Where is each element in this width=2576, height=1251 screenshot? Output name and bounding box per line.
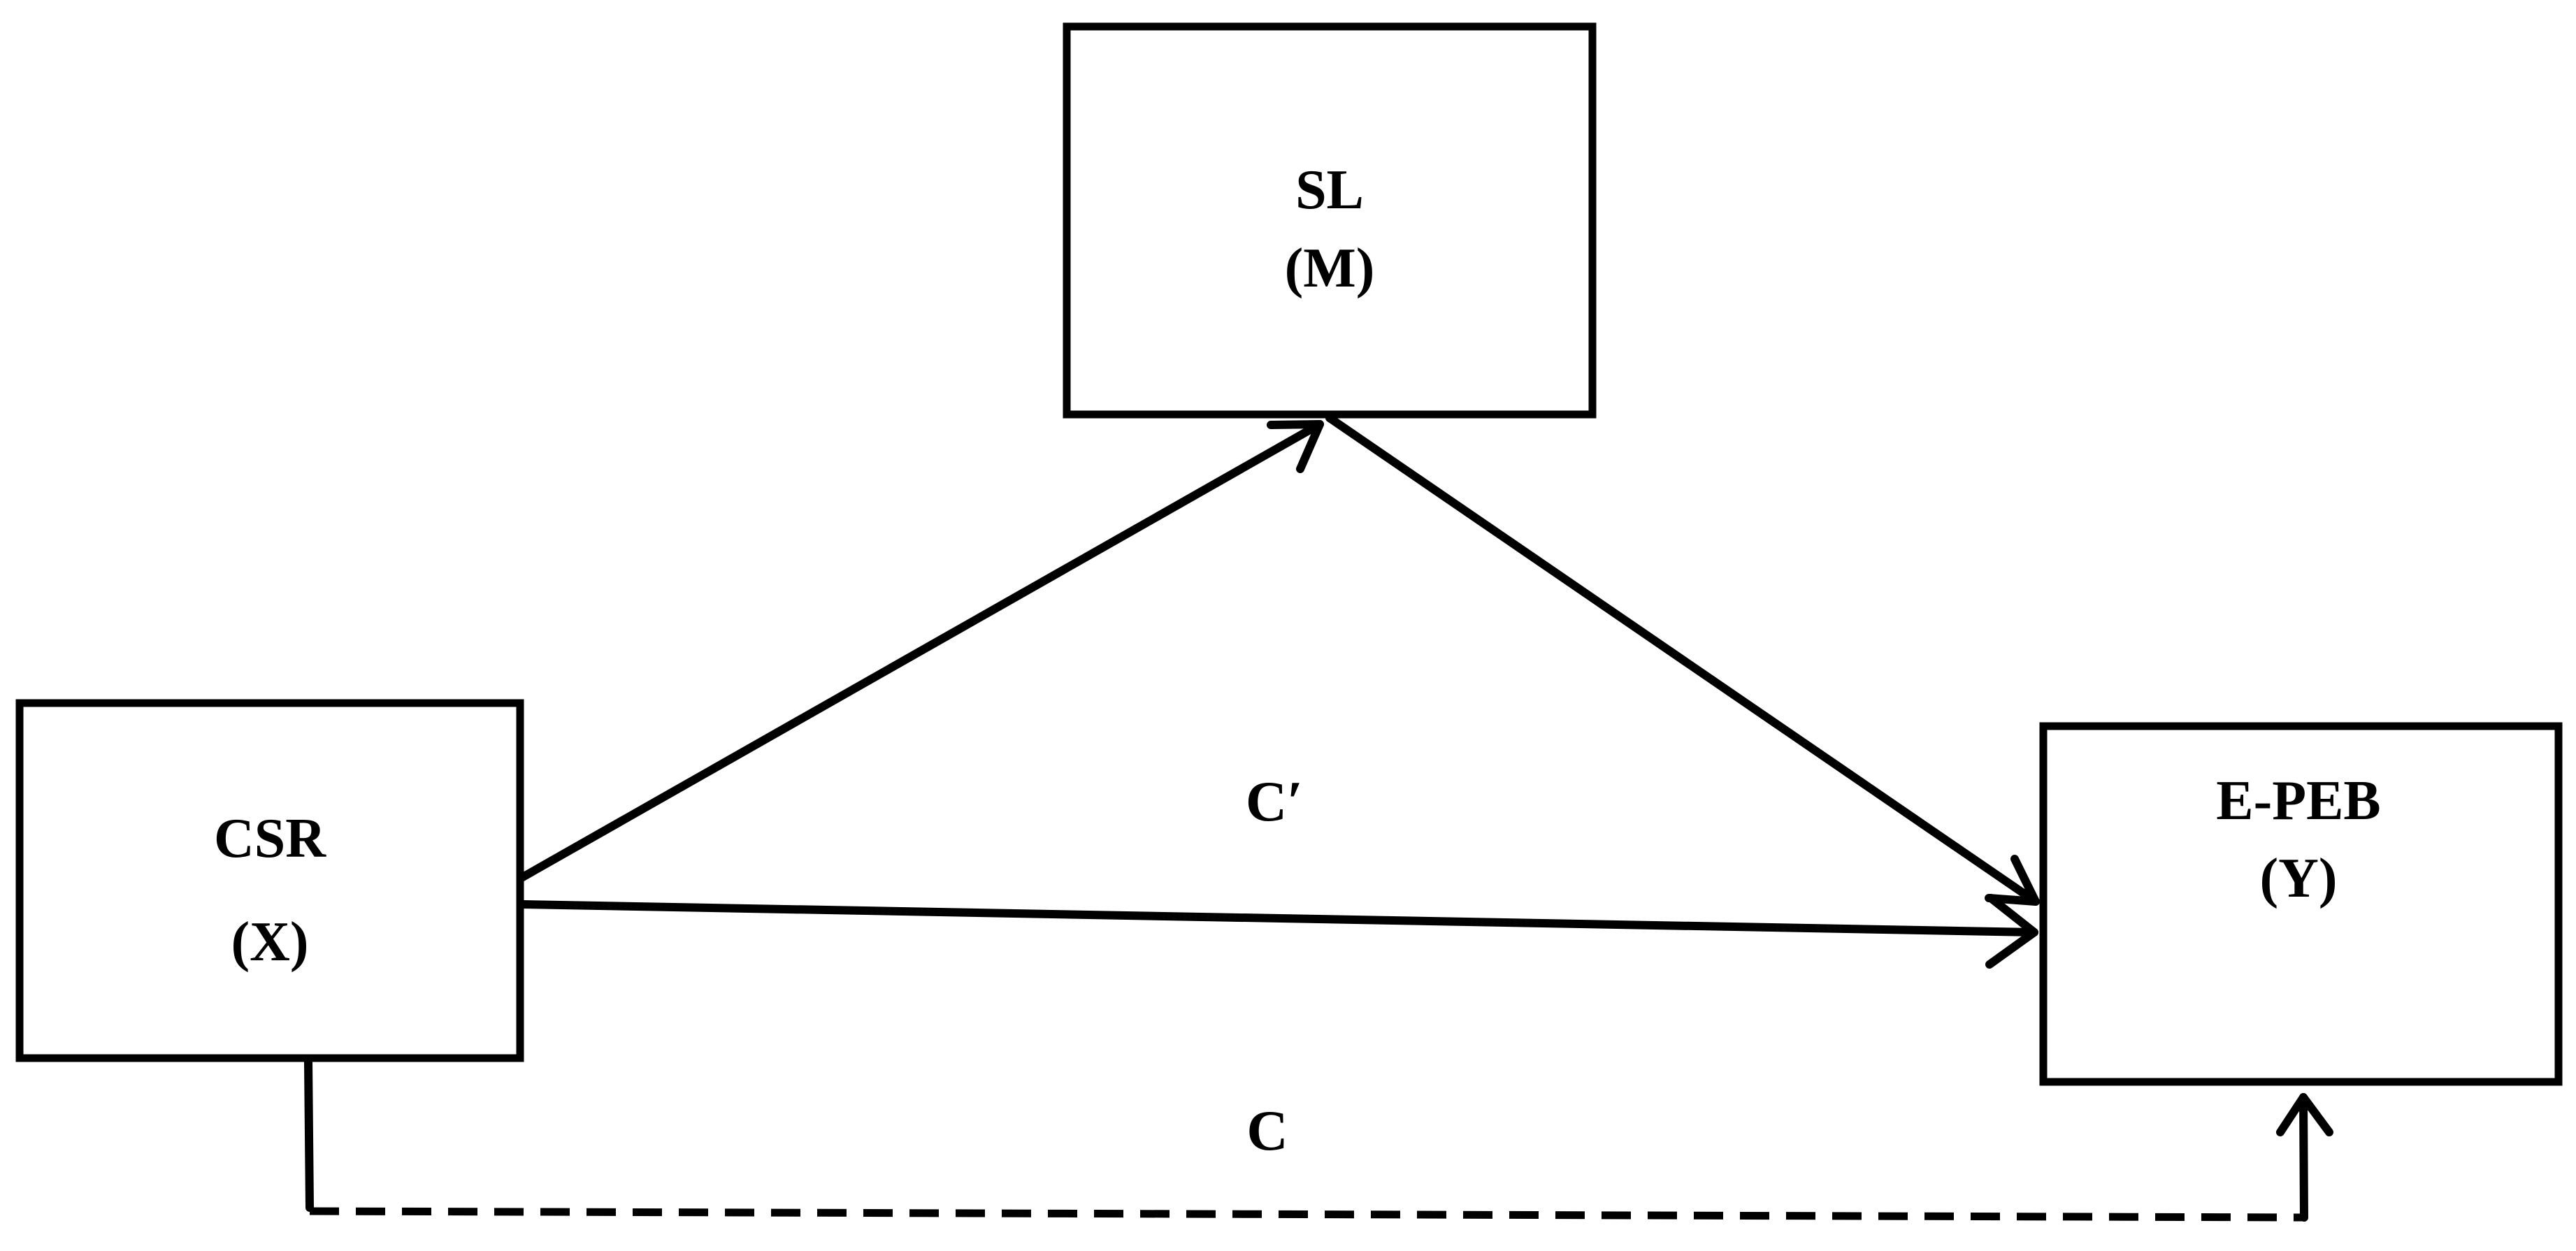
independent-label: CSR (214, 808, 326, 869)
dependent-node: E-PEB (Y) (2039, 722, 2563, 1086)
mediator-symbol: (M) (1285, 238, 1375, 299)
mediator-box (1063, 22, 1597, 419)
arrowhead-icon (2276, 1093, 2333, 1136)
path-c-dashed-connector (304, 1058, 2333, 1222)
arrowhead-icon (1267, 420, 1324, 473)
path-c-prime-arrow (519, 894, 2038, 969)
mediator-label: SL (1295, 159, 1364, 221)
independent-node: CSR (X) (15, 699, 524, 1062)
path-a-arrow (517, 420, 1324, 882)
path-b-arrow (1325, 414, 2040, 906)
independent-symbol: (X) (231, 911, 308, 973)
arrowhead-icon (1985, 894, 2038, 969)
direct-effect-label: C′ (1246, 769, 1303, 833)
independent-box (15, 699, 524, 1062)
arrowhead-icon (1985, 855, 2040, 906)
dependent-box (2039, 722, 2563, 1086)
total-effect-label: C (1246, 1099, 1288, 1162)
dependent-symbol: (Y) (2259, 848, 2337, 909)
mediator-node: SL (M) (1063, 22, 1597, 419)
dependent-label: E-PEB (2216, 770, 2381, 832)
